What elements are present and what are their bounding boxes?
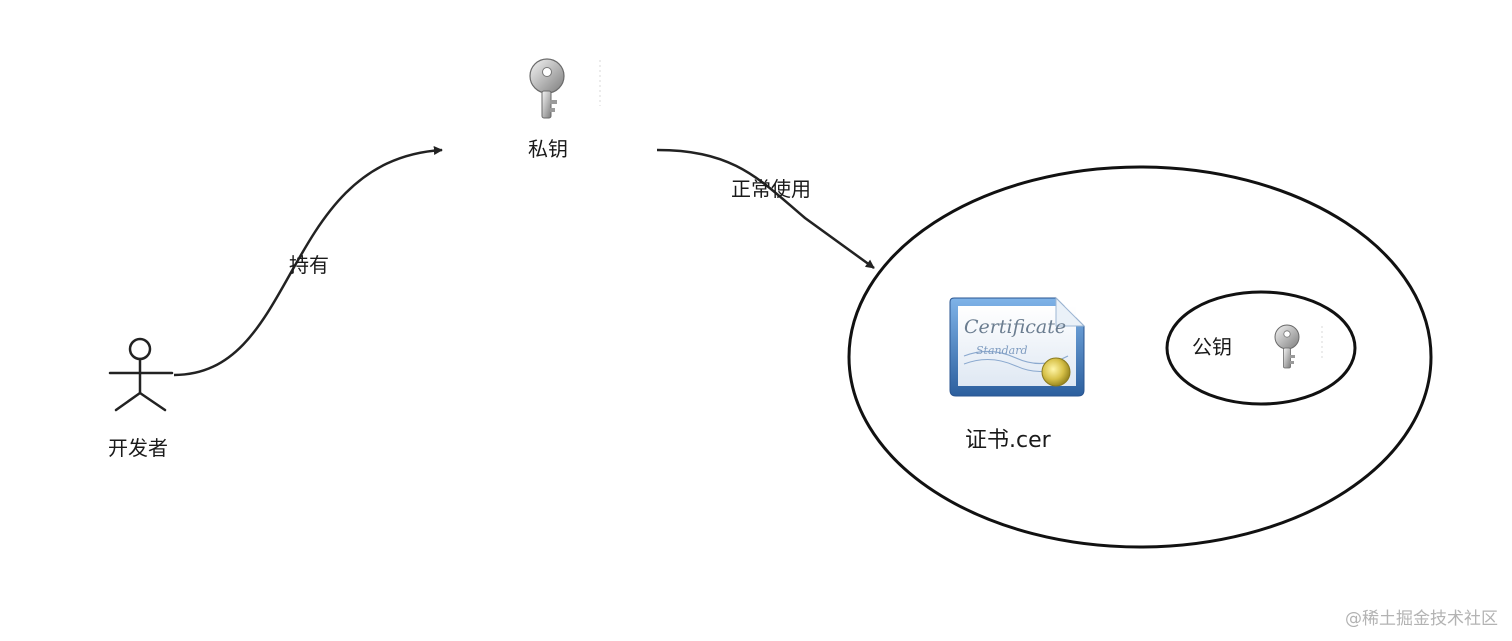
public-key-container — [1165, 290, 1357, 406]
private-key-icon — [529, 58, 565, 119]
use-edge-arrow — [656, 148, 875, 270]
certificate-container — [847, 165, 1433, 549]
use-edge-label: 正常使用 — [731, 177, 811, 201]
hold-edge-label: 持有 — [289, 253, 329, 277]
developer-label: 开发者 — [108, 436, 168, 460]
certificate-icon-title: Certificate — [964, 316, 1066, 338]
certificate-icon: Certificate Standard — [949, 296, 1086, 397]
watermark: @稀土掘金技术社区 — [1345, 609, 1498, 629]
certificate-label: 证书.cer — [965, 428, 1051, 453]
certificate-icon-subtitle: Standard — [976, 344, 1028, 357]
developer-stick-figure-icon — [108, 337, 174, 412]
public-key-label: 公钥 — [1192, 335, 1232, 359]
hold-edge-arrow — [173, 146, 443, 377]
public-key-icon — [1274, 324, 1300, 369]
private-key-label: 私钥 — [528, 137, 568, 161]
